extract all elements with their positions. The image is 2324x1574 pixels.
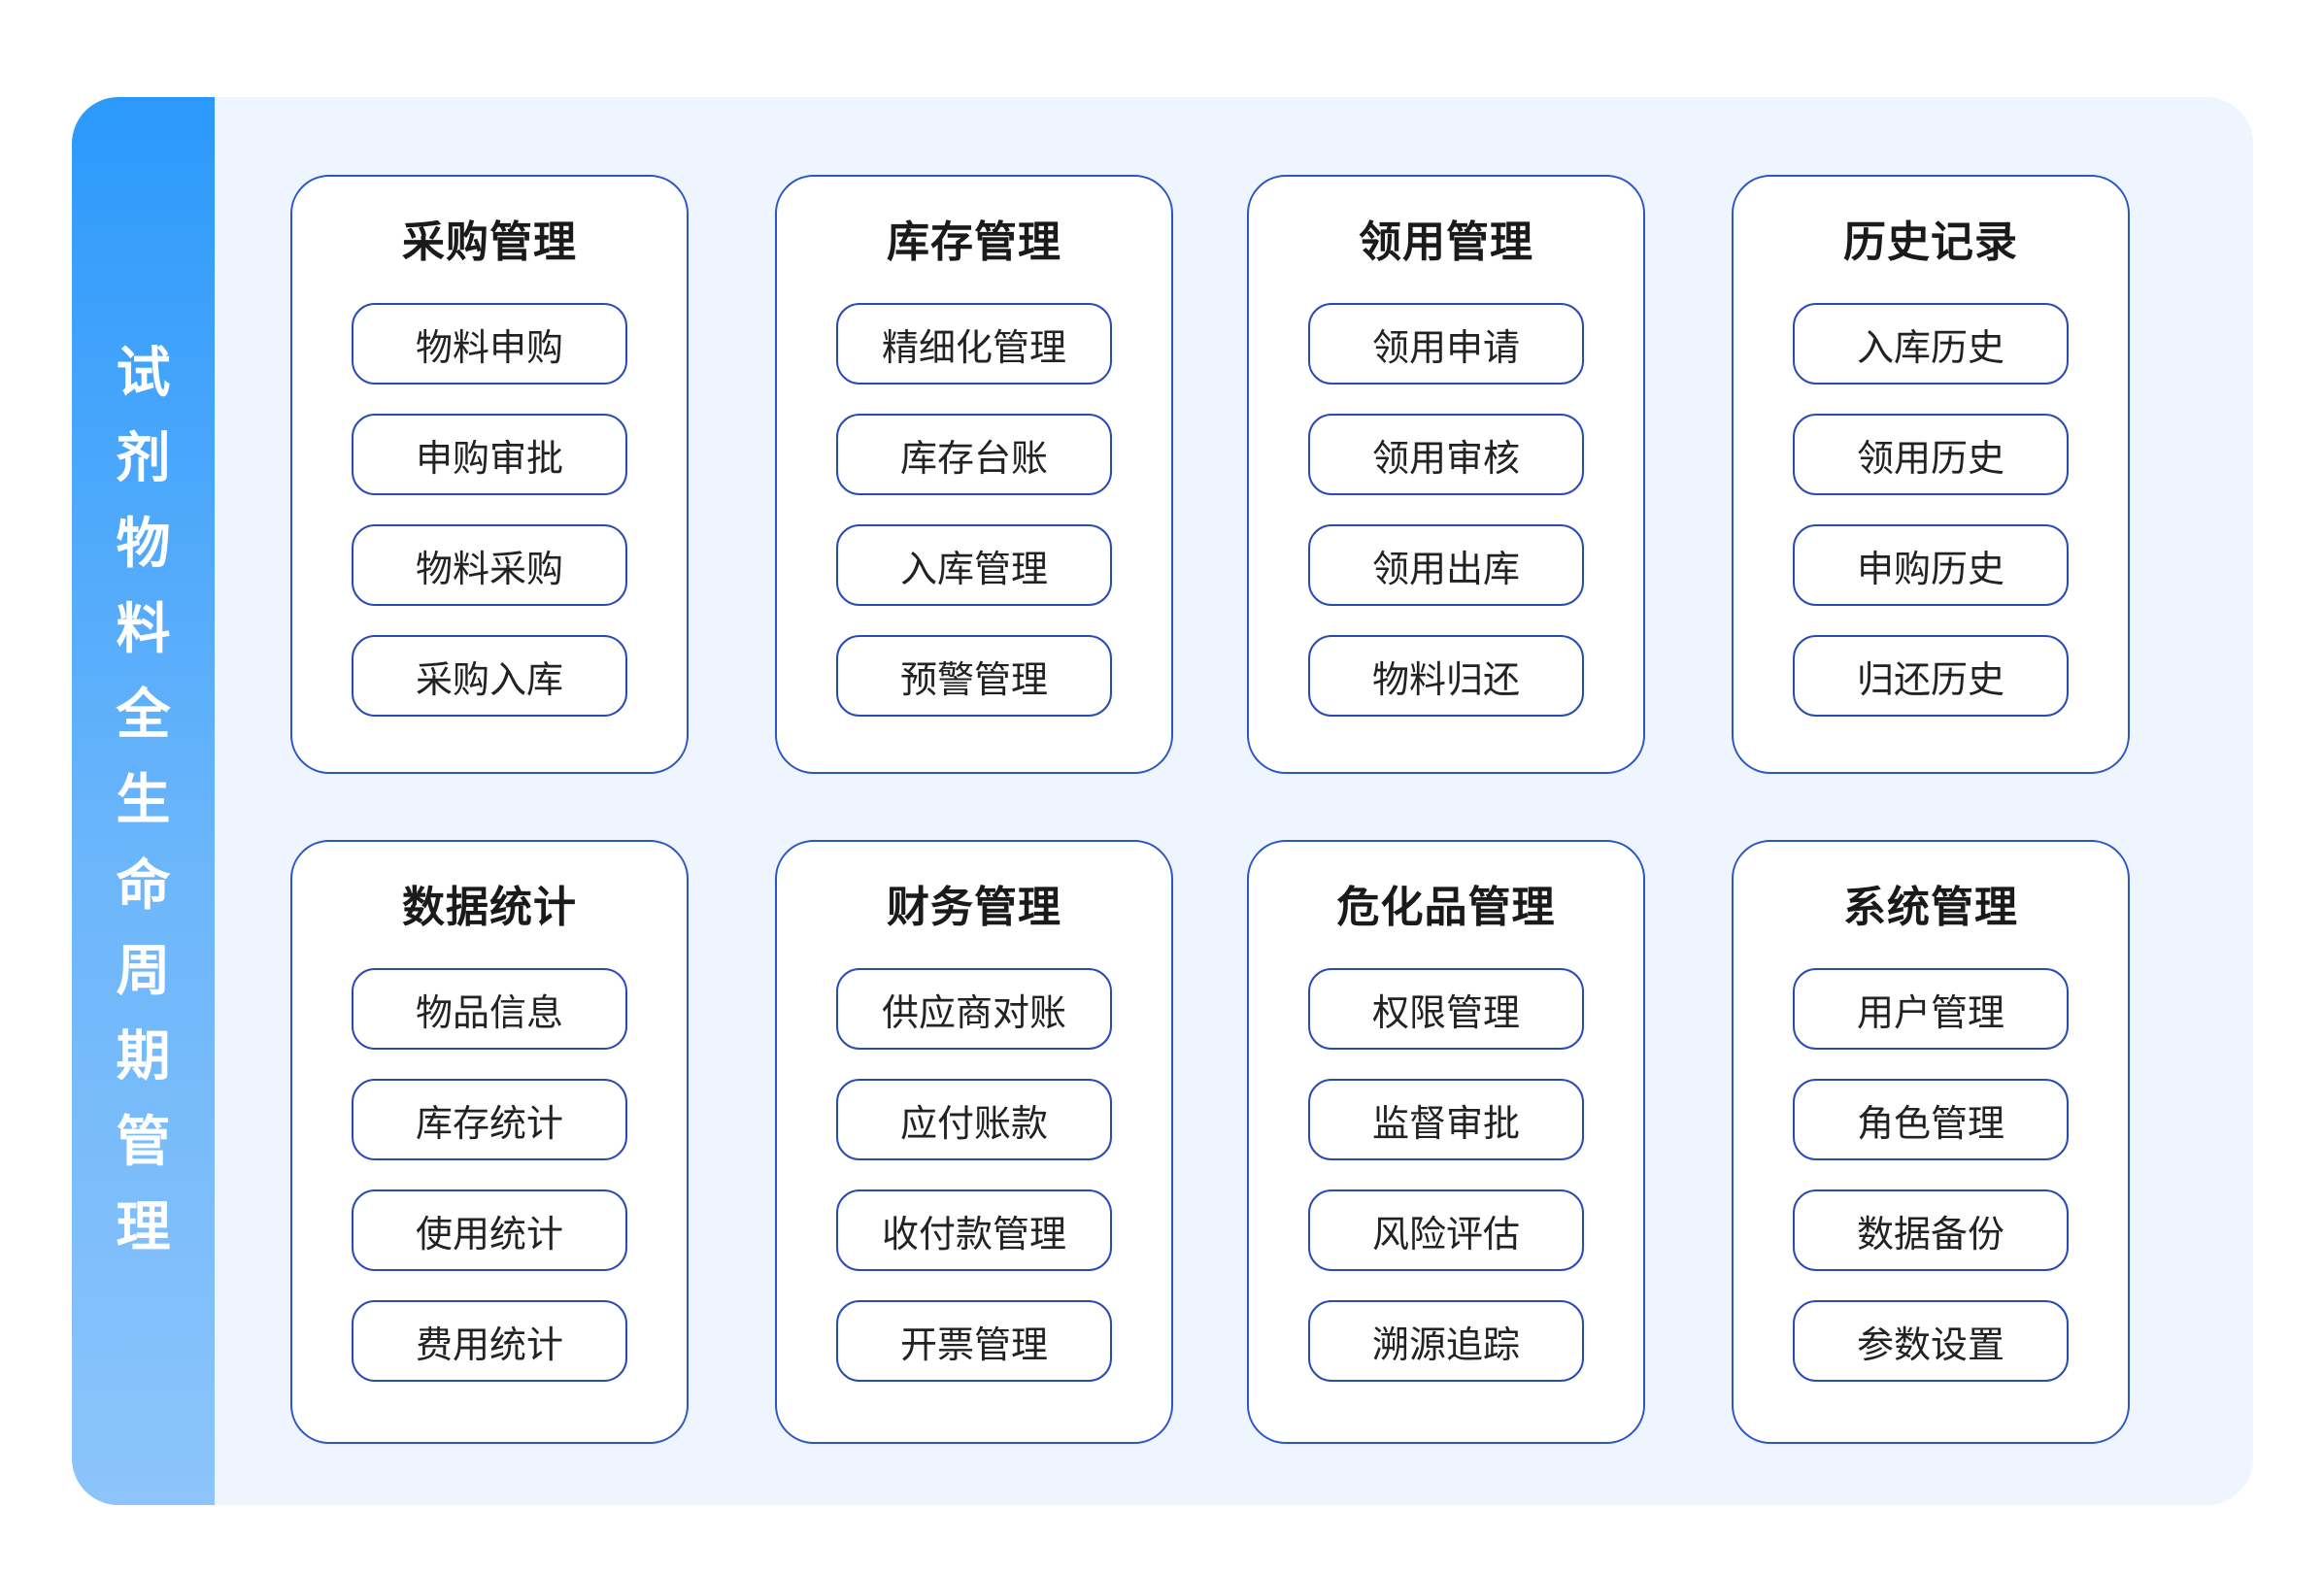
diagram-frame: 试剂物料全生命周期管理 采购管理 物料申购 申购审批 物料采购 采购入库 库存管… xyxy=(72,97,2253,1505)
module-item[interactable]: 风险评估 xyxy=(1308,1189,1584,1271)
module-item[interactable]: 用户管理 xyxy=(1793,968,2069,1050)
sidebar: 试剂物料全生命周期管理 xyxy=(72,97,215,1505)
module-item[interactable]: 物料采购 xyxy=(352,524,627,606)
module-items: 权限管理 监督审批 风险评估 溯源追踪 xyxy=(1308,968,1584,1382)
module-item[interactable]: 采购入库 xyxy=(352,635,627,717)
module-title: 领用管理 xyxy=(1359,218,1533,267)
module-item[interactable]: 使用统计 xyxy=(352,1189,627,1271)
module-card-procurement: 采购管理 物料申购 申购审批 物料采购 采购入库 xyxy=(290,175,689,774)
module-item[interactable]: 领用审核 xyxy=(1308,414,1584,495)
module-items: 供应商对账 应付账款 收付款管理 开票管理 xyxy=(836,968,1112,1382)
module-items: 物料申购 申购审批 物料采购 采购入库 xyxy=(352,303,627,717)
module-item[interactable]: 申购审批 xyxy=(352,414,627,495)
module-card-requisition: 领用管理 领用申请 领用审核 领用出库 物料归还 xyxy=(1247,175,1645,774)
module-item[interactable]: 数据备份 xyxy=(1793,1189,2069,1271)
module-item[interactable]: 物料归还 xyxy=(1308,635,1584,717)
module-item[interactable]: 库存统计 xyxy=(352,1079,627,1160)
module-item[interactable]: 权限管理 xyxy=(1308,968,1584,1050)
module-items: 领用申请 领用审核 领用出库 物料归还 xyxy=(1308,303,1584,717)
module-item[interactable]: 精细化管理 xyxy=(836,303,1112,385)
module-card-statistics: 数据统计 物品信息 库存统计 使用统计 费用统计 xyxy=(290,840,689,1444)
module-item[interactable]: 预警管理 xyxy=(836,635,1112,717)
module-title: 系统管理 xyxy=(1843,883,2018,932)
module-item[interactable]: 库存台账 xyxy=(836,414,1112,495)
module-item[interactable]: 溯源追踪 xyxy=(1308,1300,1584,1382)
module-item[interactable]: 费用统计 xyxy=(352,1300,627,1382)
module-items: 物品信息 库存统计 使用统计 费用统计 xyxy=(352,968,627,1382)
module-items: 用户管理 角色管理 数据备份 参数设置 xyxy=(1793,968,2069,1382)
module-title: 财务管理 xyxy=(887,883,1061,932)
module-items: 入库历史 领用历史 申购历史 归还历史 xyxy=(1793,303,2069,717)
module-item[interactable]: 开票管理 xyxy=(836,1300,1112,1382)
module-title: 危化品管理 xyxy=(1336,883,1556,932)
module-card-inventory: 库存管理 精细化管理 库存台账 入库管理 预警管理 xyxy=(775,175,1173,774)
module-item[interactable]: 应付账款 xyxy=(836,1079,1112,1160)
module-item[interactable]: 参数设置 xyxy=(1793,1300,2069,1382)
module-title: 库存管理 xyxy=(887,218,1061,267)
module-item[interactable]: 入库历史 xyxy=(1793,303,2069,385)
module-card-system: 系统管理 用户管理 角色管理 数据备份 参数设置 xyxy=(1732,840,2130,1444)
module-item[interactable]: 监督审批 xyxy=(1308,1079,1584,1160)
module-item[interactable]: 申购历史 xyxy=(1793,524,2069,606)
module-item[interactable]: 物品信息 xyxy=(352,968,627,1050)
module-item[interactable]: 角色管理 xyxy=(1793,1079,2069,1160)
module-item[interactable]: 领用申请 xyxy=(1308,303,1584,385)
module-item[interactable]: 领用出库 xyxy=(1308,524,1584,606)
sidebar-title: 试剂物料全生命周期管理 xyxy=(116,342,171,1259)
module-title: 历史记录 xyxy=(1843,218,2018,267)
module-card-finance: 财务管理 供应商对账 应付账款 收付款管理 开票管理 xyxy=(775,840,1173,1444)
module-item[interactable]: 收付款管理 xyxy=(836,1189,1112,1271)
module-title: 采购管理 xyxy=(402,218,577,267)
module-card-hazardous: 危化品管理 权限管理 监督审批 风险评估 溯源追踪 xyxy=(1247,840,1645,1444)
module-item[interactable]: 供应商对账 xyxy=(836,968,1112,1050)
module-card-history: 历史记录 入库历史 领用历史 申购历史 归还历史 xyxy=(1732,175,2130,774)
module-item[interactable]: 归还历史 xyxy=(1793,635,2069,717)
module-item[interactable]: 入库管理 xyxy=(836,524,1112,606)
module-title: 数据统计 xyxy=(402,883,577,932)
module-item[interactable]: 物料申购 xyxy=(352,303,627,385)
module-item[interactable]: 领用历史 xyxy=(1793,414,2069,495)
module-items: 精细化管理 库存台账 入库管理 预警管理 xyxy=(836,303,1112,717)
